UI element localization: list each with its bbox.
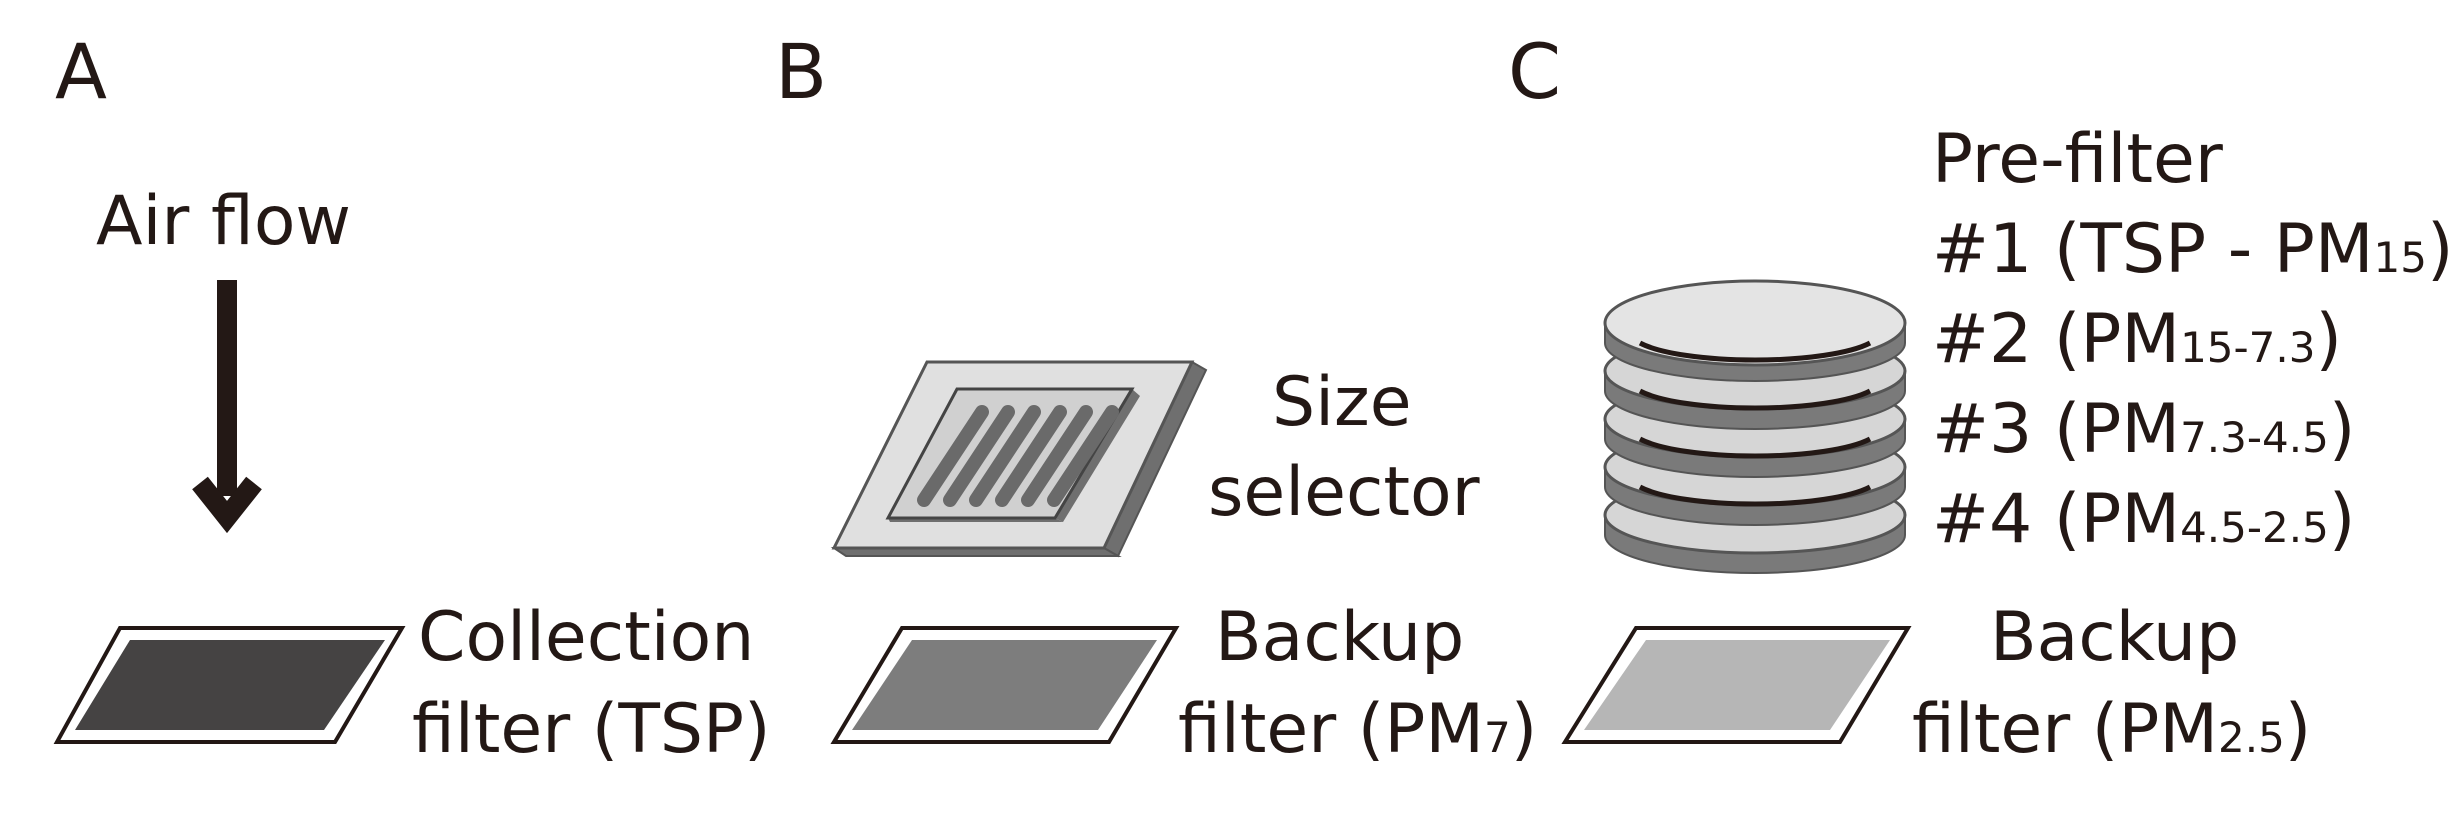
backup-filter-pm25-label-line1: Backup [1990,598,2239,677]
collection-filter-media [75,640,385,730]
size-selector-slots [917,405,1119,507]
panel-b: B Size selector [775,27,1537,769]
size-selector-label-line2: selector [1208,453,1480,532]
panel-b-letter: B [775,27,827,116]
collection-filter-label-line1: Collection [418,598,754,677]
airflow-label: Air flow [96,182,351,261]
collection-filter [53,626,406,744]
prefilter-stack [1603,279,1907,574]
backup-filter-pm25 [1561,626,1912,744]
collection-filter-label-line2: filter (TSP) [412,690,771,769]
backup-filter-pm7-label-line1: Backup [1215,598,1464,677]
backup-filter-pm7 [830,626,1180,744]
panel-a-letter: A [55,27,107,116]
airflow-arrow [192,280,262,534]
prefilter-stage-4: #4 (PM4.5-2.5) [1932,480,2355,559]
prefilter-disc-top [1603,279,1907,382]
size-selector-label-line1: Size [1272,363,1412,442]
prefilter-stage-2: #2 (PM15-7.3) [1932,300,2342,379]
prefilter-title: Pre-filter [1932,120,2223,199]
backup-filter-pm25-media [1584,640,1890,730]
panel-c-letter: C [1508,27,1561,116]
panel-a: A Air flow Collection filter (TSP) [53,27,771,769]
backup-filter-pm25-label-line2: filter (PM2.5) [1912,690,2311,769]
prefilter-stage-3: #3 (PM7.3-4.5) [1932,390,2355,469]
backup-filter-pm7-media [852,640,1157,730]
backup-filter-pm7-label-line2: filter (PM7) [1178,690,1537,769]
size-selector [830,360,1208,558]
prefilter-stage-1: #1 (TSP - PM15) [1932,210,2454,289]
panel-c: C [1508,27,2454,769]
